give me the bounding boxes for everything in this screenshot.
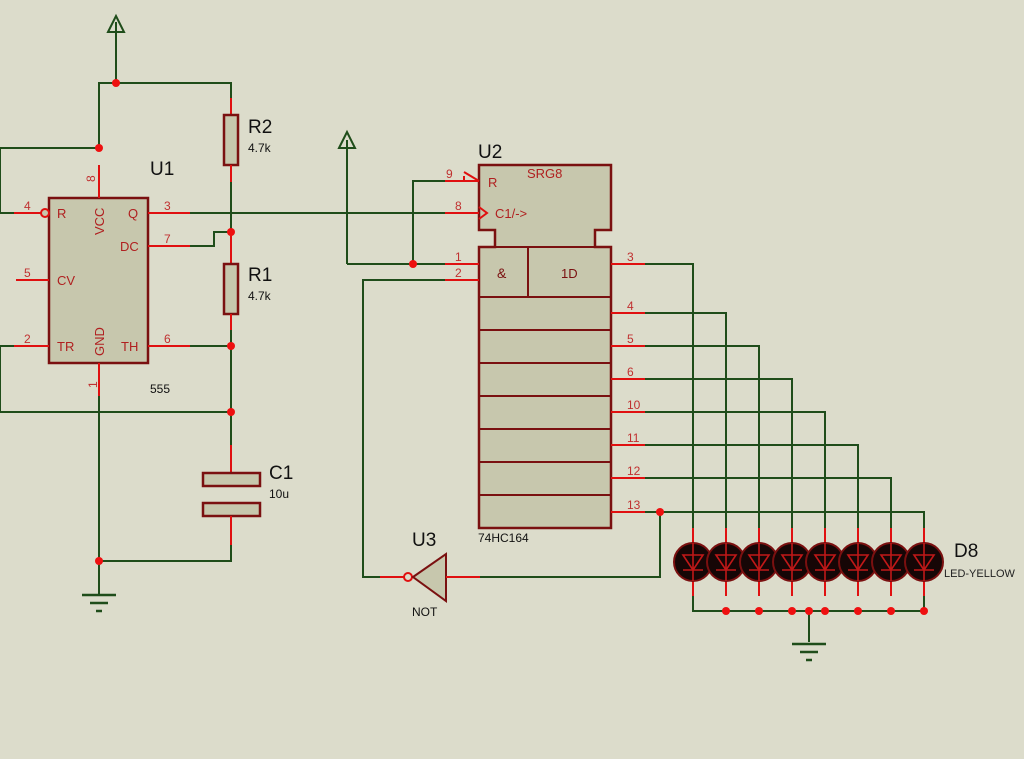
- component-r1-resistor[interactable]: R1 4.7k: [222, 232, 272, 330]
- u1-reference: U1: [150, 159, 174, 180]
- component-u2-74hc164[interactable]: 9 8 1 2 3 4 5 6 10 11 12 13 SRG8 R C1/->…: [445, 142, 645, 545]
- ground-symbol-1: [82, 593, 116, 613]
- led-8[interactable]: [904, 528, 944, 596]
- u1-pin-number-th: 6: [164, 332, 171, 346]
- u2-label-and: &: [497, 265, 507, 281]
- led-4[interactable]: [772, 528, 812, 596]
- u2-output-pin-number: 6: [627, 365, 634, 379]
- u1-label-vcc: VCC: [92, 208, 107, 235]
- junction-dot: [656, 508, 664, 516]
- r2-reference: R2: [248, 117, 272, 138]
- junction-dot: [95, 557, 103, 565]
- u2-value: 74HC164: [478, 531, 529, 545]
- u1-label-dc: DC: [120, 239, 139, 254]
- u2-output-pin-number: 13: [627, 498, 641, 512]
- u2-pin-number-in-b: 2: [455, 266, 462, 280]
- junction-dot: [805, 607, 813, 615]
- u2-output-pin-number: 4: [627, 299, 634, 313]
- u2-pin-number-clock: 8: [455, 199, 462, 213]
- u2-title-srg8: SRG8: [527, 166, 562, 181]
- junction-dot: [95, 144, 103, 152]
- u1-label-cv: CV: [57, 273, 75, 288]
- junction-dot: [722, 607, 730, 615]
- u2-output-pin-number: 3: [627, 250, 634, 264]
- junction-dot: [112, 79, 120, 87]
- u1-label-q: Q: [128, 206, 138, 221]
- junctions: [95, 79, 664, 565]
- u1-pin-number-gnd: 1: [86, 381, 100, 388]
- junction-dot: [887, 607, 895, 615]
- u3-reference: U3: [412, 530, 436, 551]
- junction-dot: [788, 607, 796, 615]
- u1-pin-number-tr: 2: [24, 332, 31, 346]
- led-7[interactable]: [871, 528, 911, 596]
- junction-dot: [409, 260, 417, 268]
- power-terminal-vcc-1[interactable]: [106, 13, 126, 83]
- u2-pin-number-reset: 9: [446, 167, 453, 181]
- u1-label-tr: TR: [57, 339, 74, 354]
- ground-symbol-2: [792, 642, 826, 662]
- wires: [0, 82, 925, 642]
- c1-value: 10u: [269, 487, 289, 501]
- junction-dot: [821, 607, 829, 615]
- u1-pin-number-cv: 5: [24, 266, 31, 280]
- u2-reference: U2: [478, 142, 502, 163]
- component-u3-not-gate[interactable]: U3 NOT: [380, 530, 480, 619]
- junction-dot: [854, 607, 862, 615]
- component-c1-capacitor[interactable]: C1 10u: [201, 445, 293, 545]
- u1-pin-number-dc: 7: [164, 232, 171, 246]
- c1-reference: C1: [269, 463, 293, 484]
- u2-output-pin-number: 10: [627, 398, 641, 412]
- u1-value: 555: [150, 382, 170, 396]
- component-r2-resistor[interactable]: R2 4.7k: [222, 98, 272, 182]
- u2-label-reset: R: [488, 175, 497, 190]
- junction-dot: [755, 607, 763, 615]
- u2-output-pin-number: 11: [627, 431, 640, 445]
- junction-dot: [227, 228, 235, 236]
- junction-dot: [227, 342, 235, 350]
- led-5[interactable]: [805, 528, 845, 596]
- junction-dot: [920, 607, 928, 615]
- u1-pin-number-r: 4: [24, 199, 31, 213]
- power-terminal-vcc-2[interactable]: [337, 129, 357, 264]
- u3-value: NOT: [412, 605, 438, 619]
- junction-dot: [227, 408, 235, 416]
- u2-output-pin-number: 12: [627, 464, 641, 478]
- led-d8-reference: D8: [954, 541, 978, 562]
- u2-label-clock: C1/->: [495, 206, 527, 221]
- u2-output-pin-number: 5: [627, 332, 634, 346]
- led-2[interactable]: [706, 528, 746, 596]
- component-u1-555[interactable]: 4 8 3 7 5 2 1 6 R VCC Q DC CV TR GND TH …: [14, 159, 190, 396]
- u2-label-data: 1D: [561, 266, 578, 281]
- u1-pin-number-q: 3: [164, 199, 171, 213]
- u2-pin-number-in-a: 1: [455, 250, 462, 264]
- led-array: [673, 528, 944, 615]
- r1-reference: R1: [248, 265, 272, 286]
- u1-label-gnd: GND: [92, 327, 107, 356]
- r1-value: 4.7k: [248, 289, 272, 303]
- r2-value: 4.7k: [248, 141, 272, 155]
- u1-pin-number-vcc: 8: [84, 175, 98, 182]
- u1-label-r: R: [57, 206, 66, 221]
- u1-label-th: TH: [121, 339, 138, 354]
- led-value-label: LED-YELLOW: [944, 568, 1016, 580]
